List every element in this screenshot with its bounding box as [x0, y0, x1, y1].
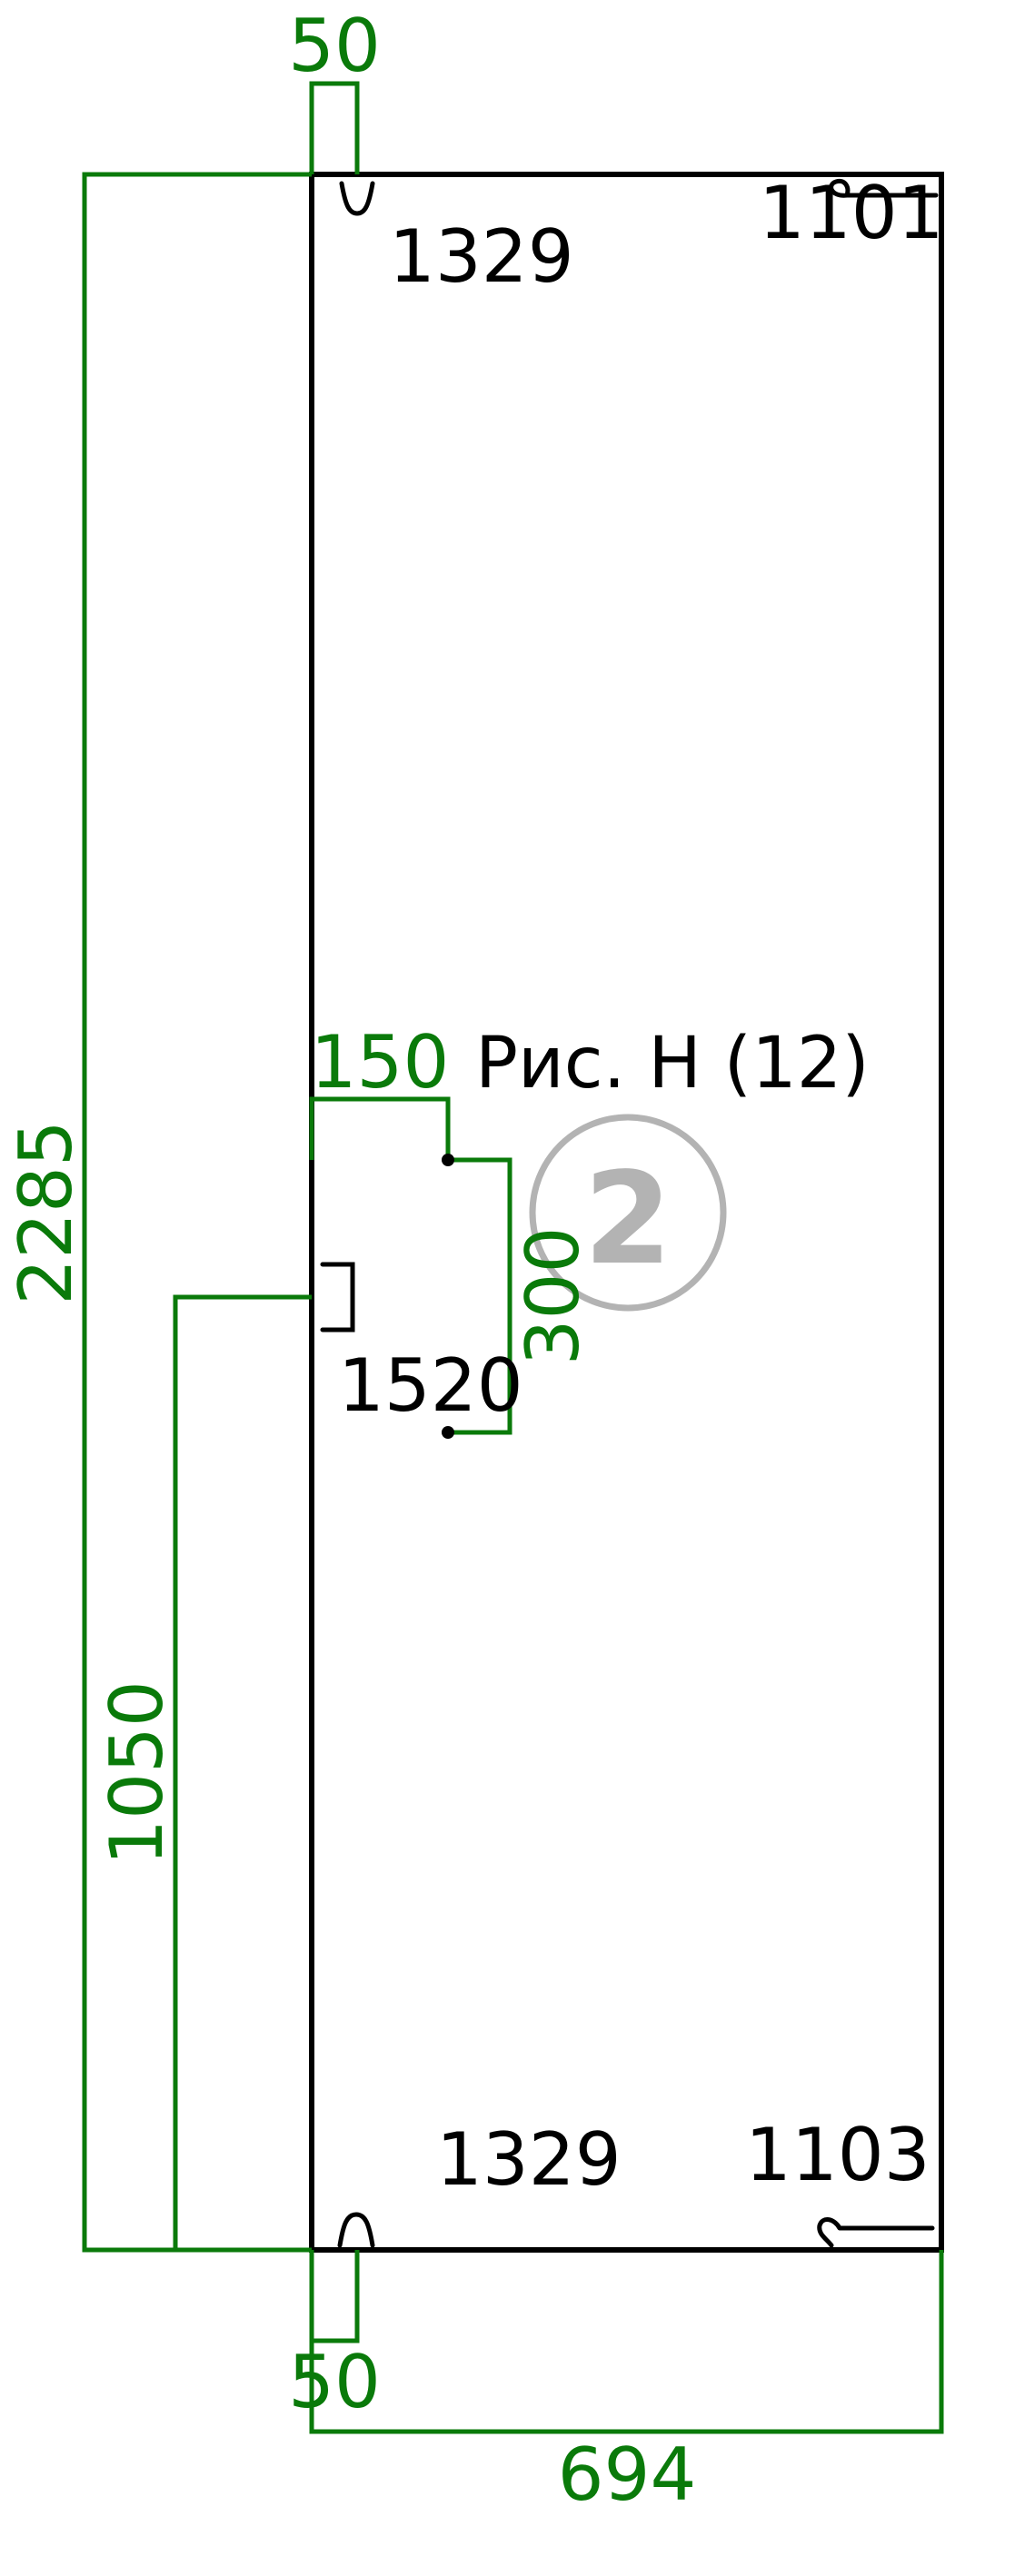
lock-bottom-icon — [817, 2217, 935, 2248]
panel-outline — [309, 172, 944, 2253]
panel-label: Рис. Н (12) — [475, 1023, 870, 1105]
dim-hole-spacing-label: 300 — [511, 1227, 595, 1366]
dim-hole-offset-line — [309, 1096, 451, 1160]
panel-number-circle — [529, 1114, 727, 1312]
lock-bottom-label: 1103 — [745, 2113, 930, 2197]
hole-bottom-icon — [442, 1426, 454, 1439]
dim-top-offset-label: 50 — [288, 4, 381, 88]
lock-top-label: 1101 — [759, 171, 944, 255]
hole-top-icon — [442, 1154, 454, 1166]
hinge-bottom-label: 1329 — [436, 2117, 622, 2202]
hinge-bottom-icon — [337, 2212, 375, 2248]
dim-overall-height-line — [82, 172, 312, 2253]
dim-top-offset-line — [309, 81, 360, 174]
dim-overall-width-line — [309, 2250, 944, 2434]
dim-hole-spacing-line — [448, 1157, 512, 1435]
dim-overall-height-label: 2285 — [4, 1120, 88, 1305]
dim-hole-offset-label: 150 — [311, 1020, 450, 1105]
dimension-lines — [82, 81, 944, 2434]
hardware-symbols — [320, 178, 939, 2248]
dim-bottom-offset-label: 50 — [288, 2340, 381, 2424]
panel-number: 2 — [583, 1145, 672, 1293]
dim-handle-height-line — [173, 1294, 312, 2250]
hinge-top-label: 1329 — [389, 214, 574, 299]
dim-handle-height-label: 1050 — [95, 1680, 179, 1866]
lock-top-icon — [829, 178, 939, 198]
handle-label: 1520 — [338, 1343, 523, 1428]
dim-bottom-offset-line — [309, 2250, 360, 2343]
dim-overall-width-label: 694 — [558, 2432, 697, 2517]
hinge-top-icon — [339, 181, 375, 216]
handle-bracket-icon — [320, 1262, 355, 1333]
